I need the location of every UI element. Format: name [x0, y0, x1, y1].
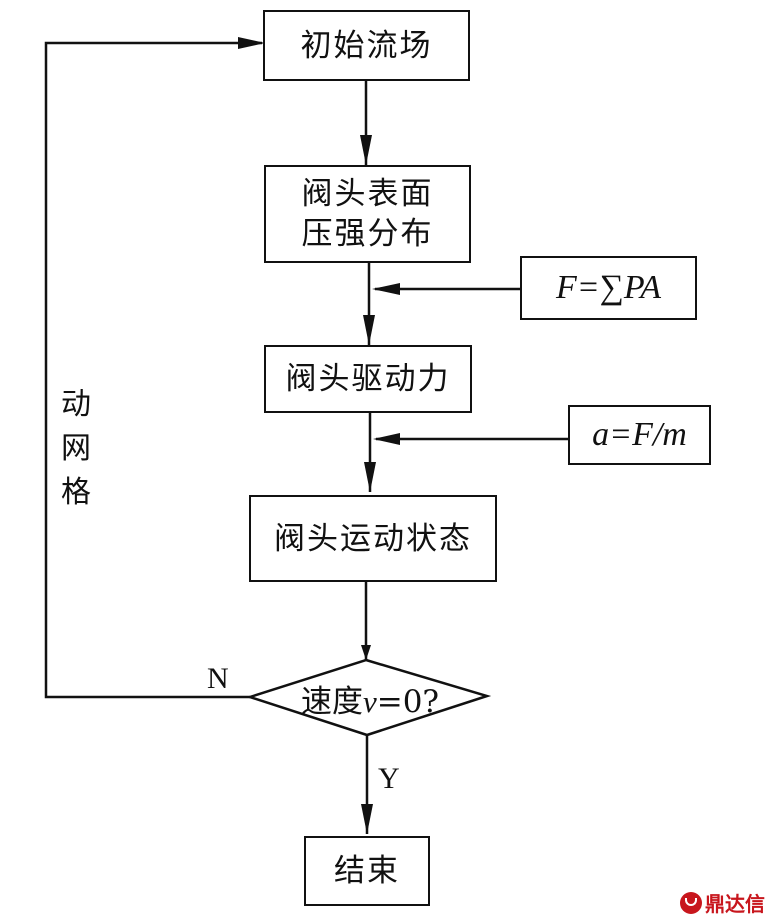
arrowhead-down	[361, 804, 373, 834]
node-force-formula: F=∑PA	[520, 256, 697, 320]
watermark-logo-icon	[680, 891, 702, 914]
edge-loop-back-no	[44, 41, 262, 699]
loop-label: 动 网 格	[56, 383, 96, 515]
arrowhead-right	[238, 37, 265, 49]
watermark: 鼎达信	[680, 888, 765, 917]
formula-text: F=∑PA	[555, 269, 662, 306]
node-motion-state: 阀头运动状态	[249, 495, 497, 582]
node-driving-force: 阀头驱动力	[264, 345, 472, 413]
arrowhead-down	[360, 135, 372, 165]
node-pressure-distribution: 阀头表面 压强分布	[264, 165, 471, 263]
node-end: 结束	[304, 836, 430, 906]
node-label: 阀头驱动力	[285, 361, 451, 397]
watermark-text: 鼎达信	[705, 892, 765, 916]
formula-text: a=F/m	[592, 416, 687, 453]
loop-label-char: 动	[61, 387, 91, 422]
loop-label-char: 格	[61, 475, 91, 510]
node-initial-flow-field: 初始流场	[263, 10, 470, 81]
decision-label: 速度v=0?	[290, 676, 450, 721]
decision-variable: v	[362, 684, 377, 719]
arrowhead-left	[372, 283, 400, 295]
node-label: 初始流场	[300, 27, 433, 64]
node-accel-formula: a=F/m	[568, 405, 711, 465]
node-label: 阀头运动状态	[274, 520, 472, 557]
decision-diamond	[245, 658, 492, 737]
branch-label-yes: Y	[378, 762, 400, 795]
decision-suffix: =0?	[376, 684, 440, 720]
arrowhead-down	[364, 462, 376, 492]
decision-prefix: 速度	[300, 684, 363, 720]
node-label: 结束	[334, 853, 400, 889]
arrowhead-left	[373, 433, 400, 445]
branch-label-no: N	[207, 662, 229, 695]
arrowhead-down	[361, 645, 371, 660]
arrowhead-down	[363, 315, 375, 345]
node-label-line2: 压强分布	[301, 216, 434, 252]
loop-label-char: 网	[61, 431, 91, 466]
node-label-line1: 阀头表面	[301, 176, 434, 212]
